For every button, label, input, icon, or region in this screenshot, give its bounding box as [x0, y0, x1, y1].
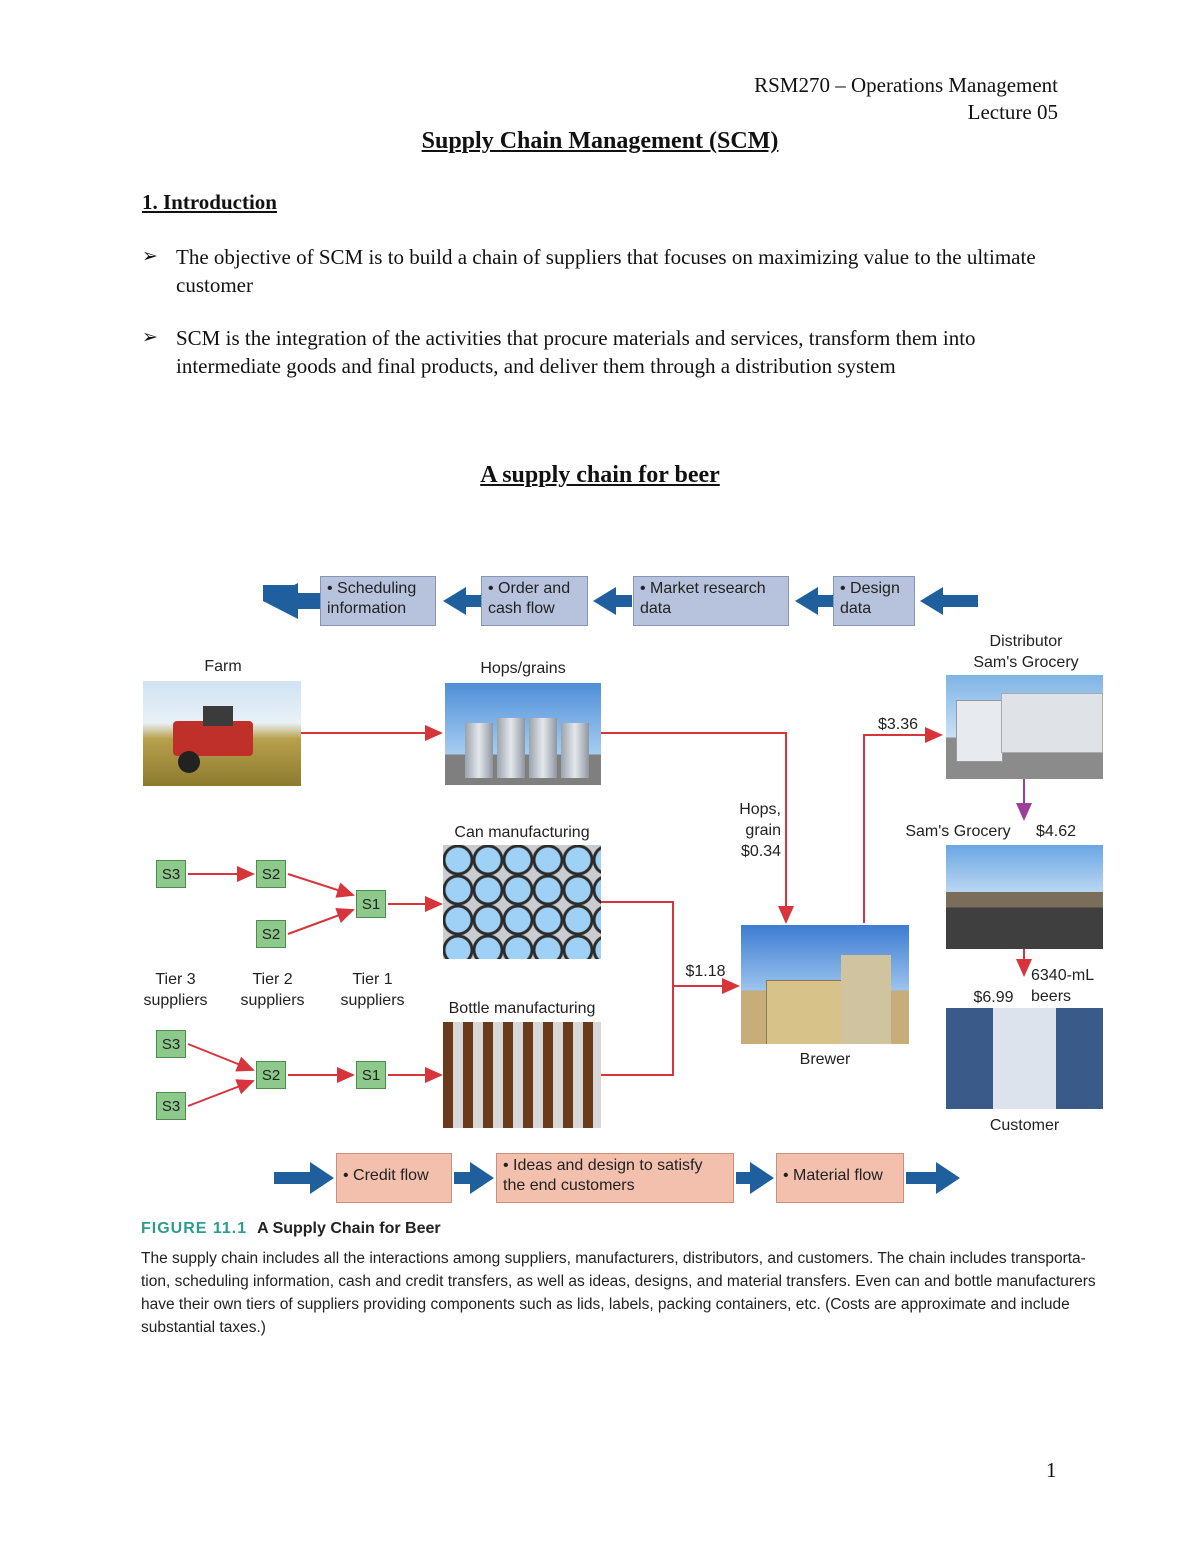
- ideas-design-box: • Ideas and design to satisfy the end cu…: [496, 1153, 734, 1203]
- price-hops: Hops, grain $0.34: [721, 799, 781, 862]
- beers-label-line: beers: [1031, 988, 1072, 1005]
- supplier-tier2: S2: [256, 1061, 286, 1089]
- figure-connectors: [187, 583, 1032, 1107]
- bullet-text: The objective of SCM is to build a chain…: [176, 245, 1036, 297]
- material-flow-box: • Material flow: [776, 1153, 904, 1203]
- supplier-tier2: S2: [256, 860, 286, 888]
- course-name: RSM270 – Operations Management: [754, 73, 1058, 97]
- distributor-label-line: Distributor: [989, 633, 1063, 650]
- supplier-tier3: S3: [156, 1030, 186, 1058]
- supplier-tier3: S3: [156, 1092, 186, 1120]
- info-box-order-cash: • Order and cash flow: [481, 576, 588, 626]
- tier1-label: Tier 1 suppliers: [335, 969, 410, 1011]
- price-distributor: $3.36: [877, 716, 919, 733]
- bullet-text: SCM is the integration of the activities…: [176, 326, 976, 378]
- material-flow-arrows: [274, 1162, 960, 1194]
- bottle-photo: [443, 1022, 601, 1128]
- price-grocery: $4.62: [1035, 823, 1077, 840]
- can-label: Can manufacturing: [454, 824, 590, 841]
- customer-photo: [946, 1008, 1103, 1109]
- farm-label: Farm: [204, 658, 242, 675]
- figure-heading: A supply chain for beer: [480, 462, 720, 488]
- page-title: Supply Chain Management (SCM): [421, 128, 779, 154]
- customer-label: Customer: [989, 1117, 1060, 1134]
- tier1-label-line: Tier 1: [352, 971, 393, 988]
- truck-photo: [946, 675, 1103, 779]
- supplier-tier3: S3: [156, 860, 186, 888]
- supplier-tier1: S1: [356, 890, 386, 918]
- price-hops-line: Hops,: [739, 801, 781, 818]
- tier1-label-line: suppliers: [340, 992, 405, 1009]
- bullet-item: ➢ SCM is the integration of the activiti…: [142, 324, 1062, 380]
- figure-number: FIGURE 11.1: [141, 1220, 248, 1237]
- bottle-label: Bottle manufacturing: [448, 1000, 596, 1017]
- grocery-photo: [946, 845, 1103, 949]
- brewer-label: Brewer: [799, 1051, 851, 1068]
- hops-photo: [445, 683, 601, 785]
- hops-label: Hops/grains: [480, 660, 566, 677]
- info-box-scheduling: • Scheduling information: [320, 576, 436, 626]
- credit-flow-box: • Credit flow: [336, 1153, 452, 1203]
- price-hops-line: $0.34: [740, 843, 781, 860]
- tier3-label-line: suppliers: [143, 992, 208, 1009]
- bullet-item: ➢ The objective of SCM is to build a cha…: [142, 243, 1062, 299]
- bullet-arrow-icon: ➢: [142, 327, 158, 348]
- tier3-label-line: Tier 3: [155, 971, 196, 988]
- course-header: RSM270 – Operations Management Lecture 0…: [754, 72, 1058, 126]
- page-number: 1: [1046, 1458, 1057, 1482]
- beers-label-line: 6340-mL: [1031, 967, 1095, 984]
- can-photo: [443, 845, 601, 959]
- bullet-arrow-icon: ➢: [142, 246, 158, 267]
- supplier-tier2: S2: [256, 920, 286, 948]
- info-box-market-research: • Market research data: [633, 576, 789, 626]
- figure-caption-name: A Supply Chain for Beer: [257, 1220, 441, 1237]
- price-brewer: $1.18: [685, 963, 726, 980]
- tier3-label: Tier 3 suppliers: [138, 969, 213, 1011]
- price-customer: $6.99: [973, 989, 1014, 1006]
- figure-caption-body: The supply chain includes all the intera…: [141, 1250, 1096, 1336]
- info-box-design: • Design data: [833, 576, 915, 626]
- tier2-label-line: suppliers: [240, 992, 305, 1009]
- figure-caption-title: FIGURE 11.1 A Supply Chain for Beer: [141, 1220, 441, 1238]
- price-hops-line: grain: [745, 822, 781, 839]
- supply-chain-figure: • Scheduling information • Order and cas…: [138, 565, 1113, 1350]
- section-heading: 1. Introduction: [142, 190, 277, 214]
- tier2-label: Tier 2 suppliers: [235, 969, 310, 1011]
- brewer-photo: [741, 925, 909, 1044]
- tier2-label-line: Tier 2: [252, 971, 293, 988]
- supplier-tier1: S1: [356, 1061, 386, 1089]
- distributor-label-line: Sam's Grocery: [973, 654, 1079, 671]
- beers-label: 6340-mL beers: [1031, 965, 1111, 1007]
- grocery-label: Sam's Grocery: [905, 823, 1011, 840]
- info-flow-arrows: [263, 583, 978, 619]
- distributor-label: Distributor Sam's Grocery: [946, 631, 1106, 673]
- farm-photo: [143, 681, 301, 786]
- lecture-number: Lecture 05: [967, 100, 1058, 124]
